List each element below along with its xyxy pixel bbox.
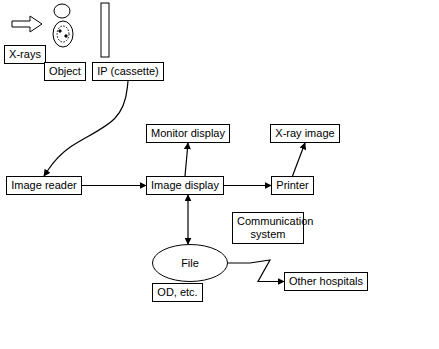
- node-label: Image reader: [11, 179, 77, 192]
- node-label: OD, etc.: [157, 286, 198, 299]
- flow-arrow: [82, 185, 146, 186]
- flow-arrow: [224, 185, 271, 186]
- node-label: X-ray image: [275, 127, 335, 140]
- flow-arrow: [187, 195, 188, 244]
- node-label: Printer: [276, 179, 309, 192]
- cassette-plate: [101, 3, 109, 57]
- xray-arrow: [12, 16, 42, 32]
- cassette-box: IP (cassette): [92, 62, 164, 81]
- node-label: Object: [49, 65, 81, 78]
- node-label: Other hospitals: [289, 275, 363, 288]
- printer-box: Printer: [271, 176, 314, 195]
- flow-arrow: [185, 143, 188, 176]
- flow-arrow: [228, 260, 284, 282]
- file-ellipse: File: [152, 244, 228, 282]
- output-box: X-ray image: [270, 124, 340, 143]
- flow-arrow: [293, 143, 306, 176]
- node-label: IP (cassette): [97, 65, 159, 78]
- node-label: Image display: [151, 179, 219, 192]
- display-box: Image display: [146, 176, 224, 195]
- object-box: Object: [44, 62, 86, 81]
- flow-arrow: [44, 81, 128, 176]
- object-figure: [53, 4, 73, 47]
- reader-box: Image reader: [6, 176, 82, 195]
- comm-box: Communication system: [232, 212, 304, 244]
- source-box: X-rays: [4, 45, 46, 64]
- node-label: X-rays: [9, 48, 41, 61]
- monitor-box: Monitor display: [146, 124, 230, 143]
- node-label: Monitor display: [151, 127, 225, 140]
- node-label: File: [181, 257, 199, 270]
- remote-box: Other hospitals: [284, 272, 368, 291]
- media-box: OD, etc.: [152, 283, 203, 302]
- node-label: Communication system: [237, 215, 299, 241]
